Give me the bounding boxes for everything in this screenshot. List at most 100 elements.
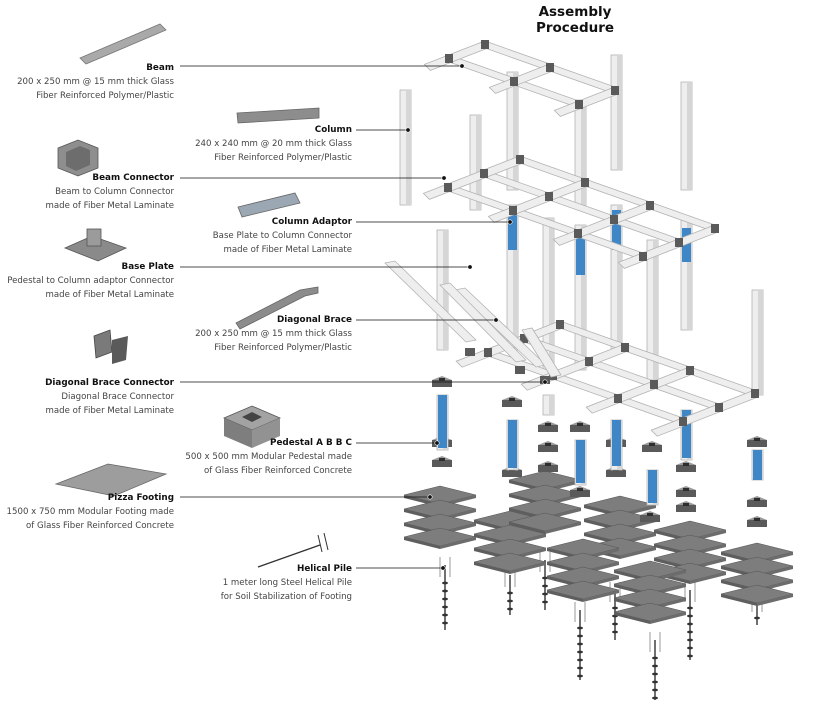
helical-pile-helix xyxy=(442,605,448,609)
helical-pile-icon-fork xyxy=(323,532,329,551)
helical-pile-helix xyxy=(542,592,548,596)
leader-beam-dot xyxy=(459,63,465,69)
pedestal-hole xyxy=(649,443,655,446)
beam-frames-group xyxy=(422,40,759,437)
component-desc: Pedestal to Column adaptor Connector mad… xyxy=(7,276,174,300)
pedestal-hole xyxy=(754,498,760,501)
helical-pile-helix xyxy=(507,599,513,603)
helical-pile-helix xyxy=(577,674,583,678)
column-adaptor xyxy=(576,235,585,275)
component-name: Beam Connector xyxy=(92,173,174,183)
beam-connector xyxy=(611,86,619,95)
label-beam: Beam 200 x 250 mm @ 15 mm thick Glass Fi… xyxy=(17,61,174,103)
helical-pile-helix xyxy=(652,688,658,692)
base-plate-icon xyxy=(63,235,128,262)
component-desc: 240 x 240 mm @ 20 mm thick Glass Fiber R… xyxy=(195,139,352,163)
helical-piles-group xyxy=(439,552,763,700)
component-desc: 200 x 250 mm @ 15 mm thick Glass Fiber R… xyxy=(17,77,174,101)
pedestal-icon-hole xyxy=(242,412,262,422)
helical-pile-helix xyxy=(652,672,658,676)
helical-pile-helix xyxy=(542,600,548,604)
diagram-title: Assembly Procedure xyxy=(535,4,615,36)
pizza-footing xyxy=(720,584,794,604)
column-side xyxy=(687,82,692,190)
pizza-footings-group xyxy=(403,470,794,624)
column-side xyxy=(617,55,622,170)
component-desc: Diagonal Brace Connector made of Fiber M… xyxy=(45,392,174,416)
columns-group xyxy=(399,54,764,506)
leader-base-plate-dot xyxy=(467,264,473,270)
pedestal-hole xyxy=(439,378,445,381)
column-side xyxy=(653,240,658,380)
leader-lines-group xyxy=(180,63,548,571)
beam-connector xyxy=(614,394,622,403)
beam-connector xyxy=(585,357,593,366)
helical-pile-helix xyxy=(687,654,693,658)
pedestal-hole xyxy=(683,503,689,506)
pizza-footing-edge xyxy=(404,537,440,549)
component-name: Diagonal Brace xyxy=(276,315,352,325)
leader-beam-connector-dot xyxy=(441,175,447,181)
column-adaptor-icon xyxy=(237,192,301,218)
helical-pile-helix xyxy=(612,606,618,610)
helical-pile-helix xyxy=(507,591,513,595)
pizza-footing-edge xyxy=(620,547,656,559)
column-side xyxy=(406,90,411,205)
beam-connector xyxy=(575,100,583,109)
component-name: Helical Pile xyxy=(296,564,352,574)
beam xyxy=(617,225,719,269)
pedestal xyxy=(432,380,452,387)
beam-connector xyxy=(546,63,554,72)
beam-connector xyxy=(621,343,629,352)
leader-pizza-footing-dot xyxy=(427,494,433,500)
helical-pile-helix xyxy=(652,656,658,660)
pizza-footing-edge xyxy=(614,612,650,624)
pizza-footing-edge xyxy=(757,594,793,606)
beam-connector xyxy=(751,389,759,398)
label-column: Column 240 x 240 mm @ 20 mm thick Glass … xyxy=(195,123,352,165)
column-side xyxy=(581,225,586,370)
leader-diagonal-brace-connector-dot xyxy=(542,379,548,385)
column-adaptor xyxy=(648,470,657,503)
pedestal xyxy=(747,520,767,527)
column-adaptor xyxy=(508,420,517,468)
beam-connector xyxy=(509,206,517,215)
column-adaptor xyxy=(612,420,621,466)
pedestal-hole xyxy=(545,443,551,446)
pedestal-hole xyxy=(577,488,583,491)
pedestal xyxy=(502,470,522,477)
helical-pile-helix xyxy=(577,634,583,638)
column-side xyxy=(513,72,518,190)
label-pedestal: Pedestal A B B C 500 x 500 mm Modular Pe… xyxy=(185,436,352,478)
component-icons-group xyxy=(54,23,329,568)
beam-connector xyxy=(686,366,694,375)
pedestal xyxy=(747,500,767,507)
helical-pile-helix xyxy=(687,630,693,634)
column-adaptor xyxy=(612,210,621,250)
leader-helical-pile-dot xyxy=(440,565,446,571)
pedestal xyxy=(570,490,590,497)
label-helical-pile: Helical Pile 1 meter long Steel Helical … xyxy=(221,562,352,604)
helical-pile-helix xyxy=(577,650,583,654)
pedestal xyxy=(538,445,558,452)
beam-connector xyxy=(581,178,589,187)
diagonal-brace-connector xyxy=(465,348,475,356)
helical-pile-helix xyxy=(542,576,548,580)
beam-connector xyxy=(650,380,658,389)
helical-pile-helix xyxy=(577,658,583,662)
pizza-footing xyxy=(403,527,477,547)
beam-connector xyxy=(715,403,723,412)
column-side xyxy=(581,100,586,205)
helical-pile-helix xyxy=(442,597,448,601)
diagonal-brace xyxy=(384,260,477,343)
helical-pile-helix xyxy=(577,642,583,646)
diagonal-brace-connector xyxy=(515,366,525,374)
leader-pedestal-dot xyxy=(434,440,440,446)
pizza-footing-edge xyxy=(440,537,476,549)
pedestal xyxy=(642,445,662,452)
label-pizza-footing: Pizza Footing 1500 x 750 mm Modular Foot… xyxy=(7,491,174,533)
column-side xyxy=(549,395,554,415)
helical-pile-helix xyxy=(652,664,658,668)
helical-pile-helix xyxy=(652,680,658,684)
pizza-footing-edge xyxy=(545,522,581,534)
